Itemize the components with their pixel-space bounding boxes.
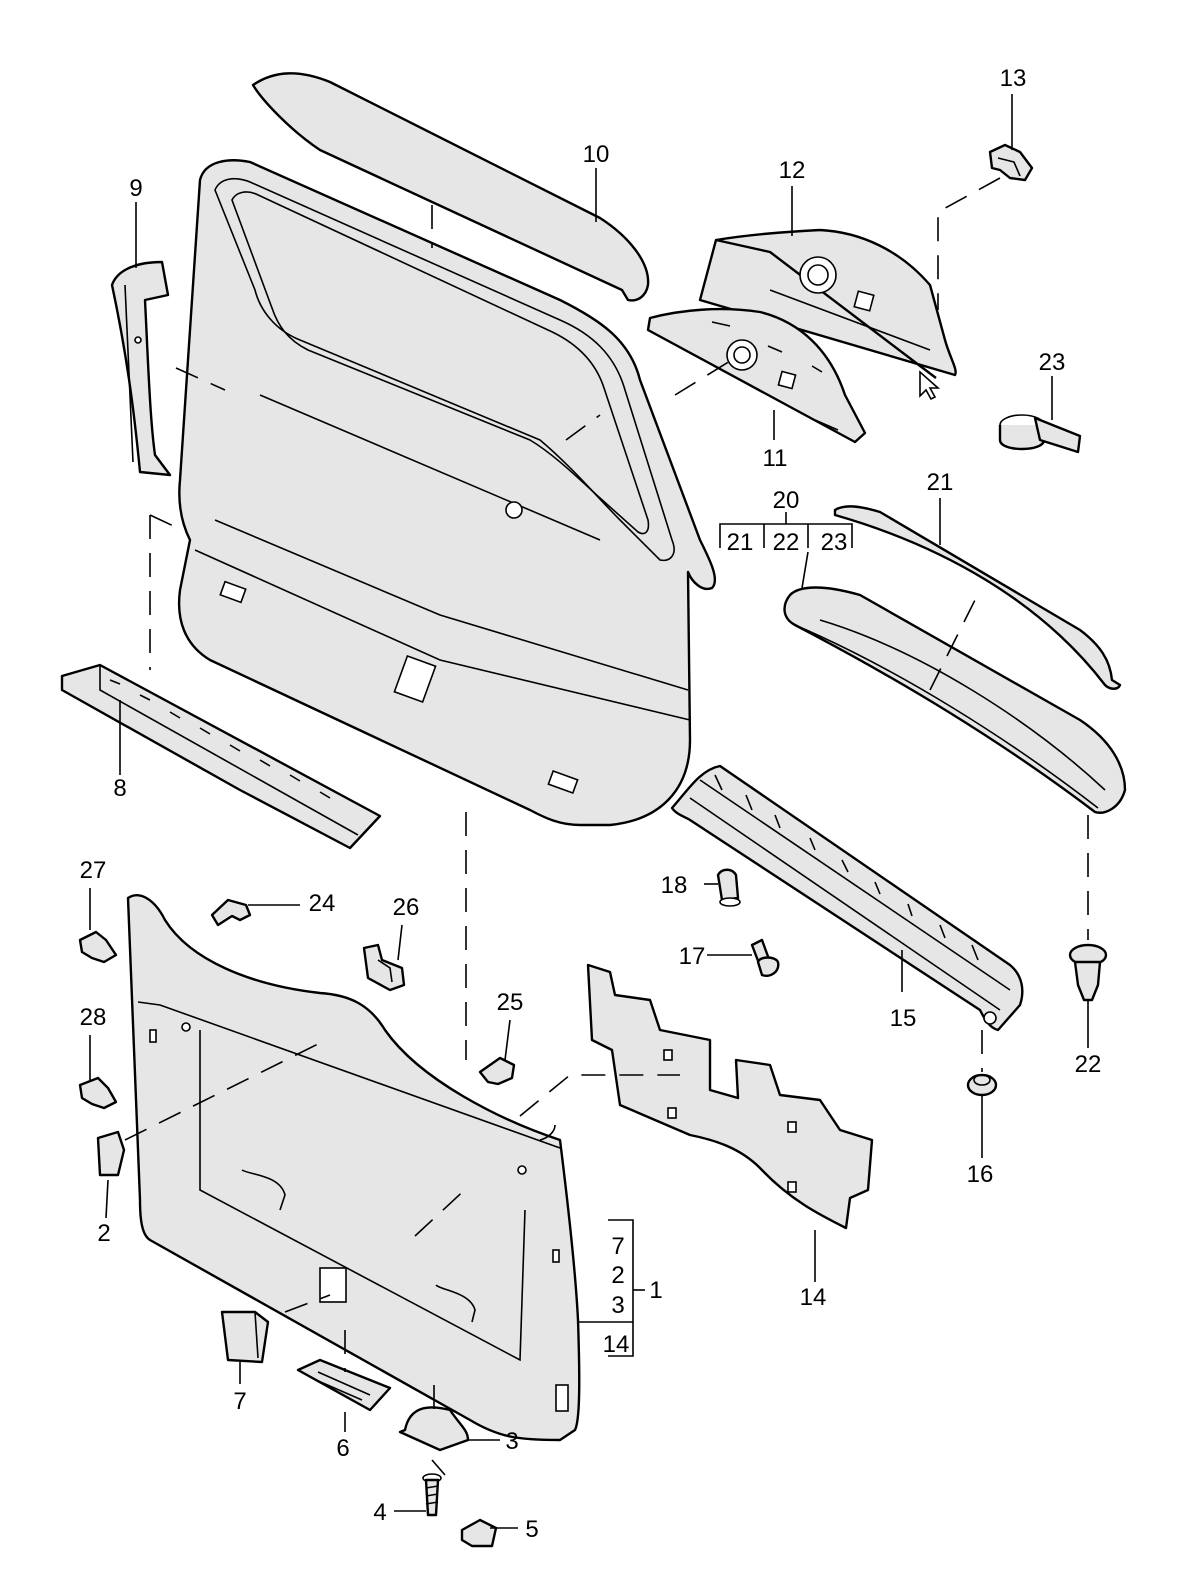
callout-5: 5 xyxy=(525,1516,538,1543)
part-9-pillar-trim xyxy=(110,260,172,477)
callout-13: 13 xyxy=(1000,65,1027,92)
part-16-grommet xyxy=(966,1073,998,1097)
callout-group-20-item-22: 22 xyxy=(773,529,800,556)
callout-group-1-item-14: 14 xyxy=(603,1331,630,1358)
part-18-pin xyxy=(716,868,741,907)
callout-9: 9 xyxy=(129,175,142,202)
alignment-lines xyxy=(124,177,1089,1476)
callout-24: 24 xyxy=(309,890,336,917)
part-17-bolt xyxy=(750,938,780,977)
bracket-group-20 xyxy=(719,512,853,548)
callout-7: 7 xyxy=(233,1388,246,1415)
leader-lines xyxy=(89,94,1089,1529)
callout-15: 15 xyxy=(890,1005,917,1032)
callout-group-1-item-2: 2 xyxy=(611,1262,624,1289)
part-27-clip xyxy=(78,930,118,964)
callout-group-20-item-23: 23 xyxy=(821,529,848,556)
part-4-screw xyxy=(422,1473,442,1517)
part-23-tape-strap xyxy=(998,414,1082,454)
part-24-clip xyxy=(210,898,252,927)
part-21-outer-spoiler xyxy=(833,505,1122,690)
callout-6: 6 xyxy=(336,1435,349,1462)
part-28-clip xyxy=(78,1076,118,1110)
callout-labels: 10 9 12 13 11 23 21 20 21 22 23 8 18 17 … xyxy=(80,65,1102,1543)
callout-22: 22 xyxy=(1075,1051,1102,1078)
part-13-clip xyxy=(988,143,1034,182)
callout-group-20-item-21: 21 xyxy=(727,529,754,556)
callout-25: 25 xyxy=(497,989,524,1016)
part-8-sill-trim xyxy=(60,663,382,850)
callout-group-1-item-3: 3 xyxy=(611,1292,624,1319)
part-5-clip xyxy=(460,1518,498,1548)
callout-21-top: 21 xyxy=(927,469,954,496)
part-3-handle xyxy=(398,1406,470,1452)
part-11-lower-spoiler-cover xyxy=(646,307,867,444)
callout-20: 20 xyxy=(773,487,800,514)
part-2-cap xyxy=(96,1130,126,1177)
callout-17: 17 xyxy=(679,943,706,970)
callout-18: 18 xyxy=(661,872,688,899)
callout-28: 28 xyxy=(80,1004,107,1031)
callout-12: 12 xyxy=(779,157,806,184)
callout-27: 27 xyxy=(80,857,107,884)
part-1-lower-trim-panel xyxy=(126,894,581,1442)
callout-1: 1 xyxy=(649,1277,662,1304)
part-22-rivet xyxy=(1068,943,1108,1002)
tailgate-panel xyxy=(177,159,717,827)
callout-11: 11 xyxy=(763,445,788,472)
callout-group-1-item-7: 7 xyxy=(611,1233,624,1260)
part-10-roof-trim xyxy=(251,72,650,302)
cursor-arrow-icon xyxy=(919,370,941,401)
callout-23-top: 23 xyxy=(1039,349,1066,376)
bracket-group-1 xyxy=(578,1219,645,1357)
callout-10: 10 xyxy=(583,141,610,168)
part-12-spoiler-cover xyxy=(698,228,957,379)
part-6-bracket xyxy=(296,1358,392,1412)
callout-8: 8 xyxy=(113,775,126,802)
callout-2: 2 xyxy=(97,1220,110,1247)
part-26-clip xyxy=(362,943,406,992)
callout-16: 16 xyxy=(967,1161,994,1188)
callout-4: 4 xyxy=(373,1499,386,1526)
part-15-spoiler-frame xyxy=(670,764,1024,1032)
part-14-insulation-mat xyxy=(586,963,874,1230)
callout-3: 3 xyxy=(505,1428,518,1455)
part-25-clip xyxy=(478,1056,516,1086)
callout-14: 14 xyxy=(800,1284,827,1311)
part-spoiler-body xyxy=(783,586,1127,814)
part-7-cover xyxy=(220,1310,270,1364)
callout-26: 26 xyxy=(393,894,420,921)
